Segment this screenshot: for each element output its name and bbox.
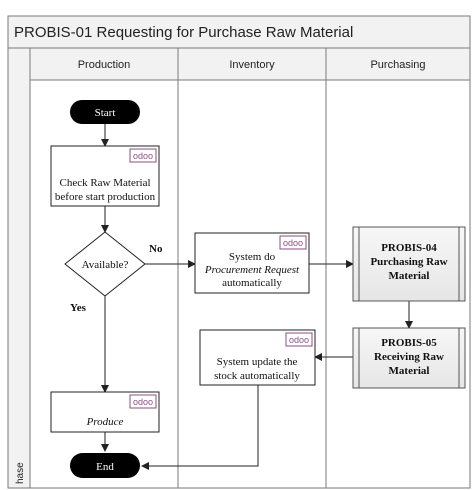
odoo-logo-icon: odoo [129,394,157,409]
check-raw-material-line1: Check Raw Material [59,177,150,189]
probis-05-line2: Receiving Raw [374,351,444,363]
produce-label: Produce [86,416,124,428]
svg-text:odoo: odoo [133,151,153,161]
decision-label: Available? [82,259,129,271]
start-label: Start [95,107,116,119]
lane-header-production [29,47,179,81]
lane-header-purchasing [325,47,471,81]
odoo-logo-icon: odoo [285,332,313,347]
svg-text:odoo: odoo [283,238,303,248]
odoo-logo-icon: odoo [279,235,307,250]
end-label: End [96,461,114,473]
lane-label-inventory: Inventory [229,59,275,71]
procurement-line2: Procurement Request [204,264,300,276]
odoo-logo-icon: odoo [129,148,157,163]
procurement-line1: System do [229,251,276,263]
available-decision [64,231,146,297]
stock-update-line1: System update the [217,356,298,368]
svg-text:odoo: odoo [289,335,309,345]
edge-label-yes: Yes [70,302,87,314]
check-raw-material-line2: before start production [55,191,156,203]
stock-update-line2: stock automatically [214,370,300,382]
probis-05-line1: PROBIS-05 [381,337,437,349]
side-label-column [7,47,31,489]
side-label: hase [15,462,26,484]
edge-label-no: No [149,243,163,255]
lane-label-production: Production [78,59,131,71]
end-terminator [70,453,140,478]
procurement-line3: automatically [222,277,282,289]
diagram-title: PROBIS-01 Requesting for Purchase Raw Ma… [14,24,353,41]
start-terminator [70,100,140,124]
title-bar [7,15,471,49]
probis-04-line2: Purchasing Raw [370,256,447,268]
lane-label-purchasing: Purchasing [370,59,425,71]
probis-05-box [352,327,466,389]
probis-04-box [352,226,466,302]
probis-05-line3: Material [389,365,430,377]
edge-update-to-end [141,385,259,470]
svg-text:odoo: odoo [133,397,153,407]
probis-04-line1: PROBIS-04 [381,242,437,254]
probis-04-line3: Material [389,270,430,282]
